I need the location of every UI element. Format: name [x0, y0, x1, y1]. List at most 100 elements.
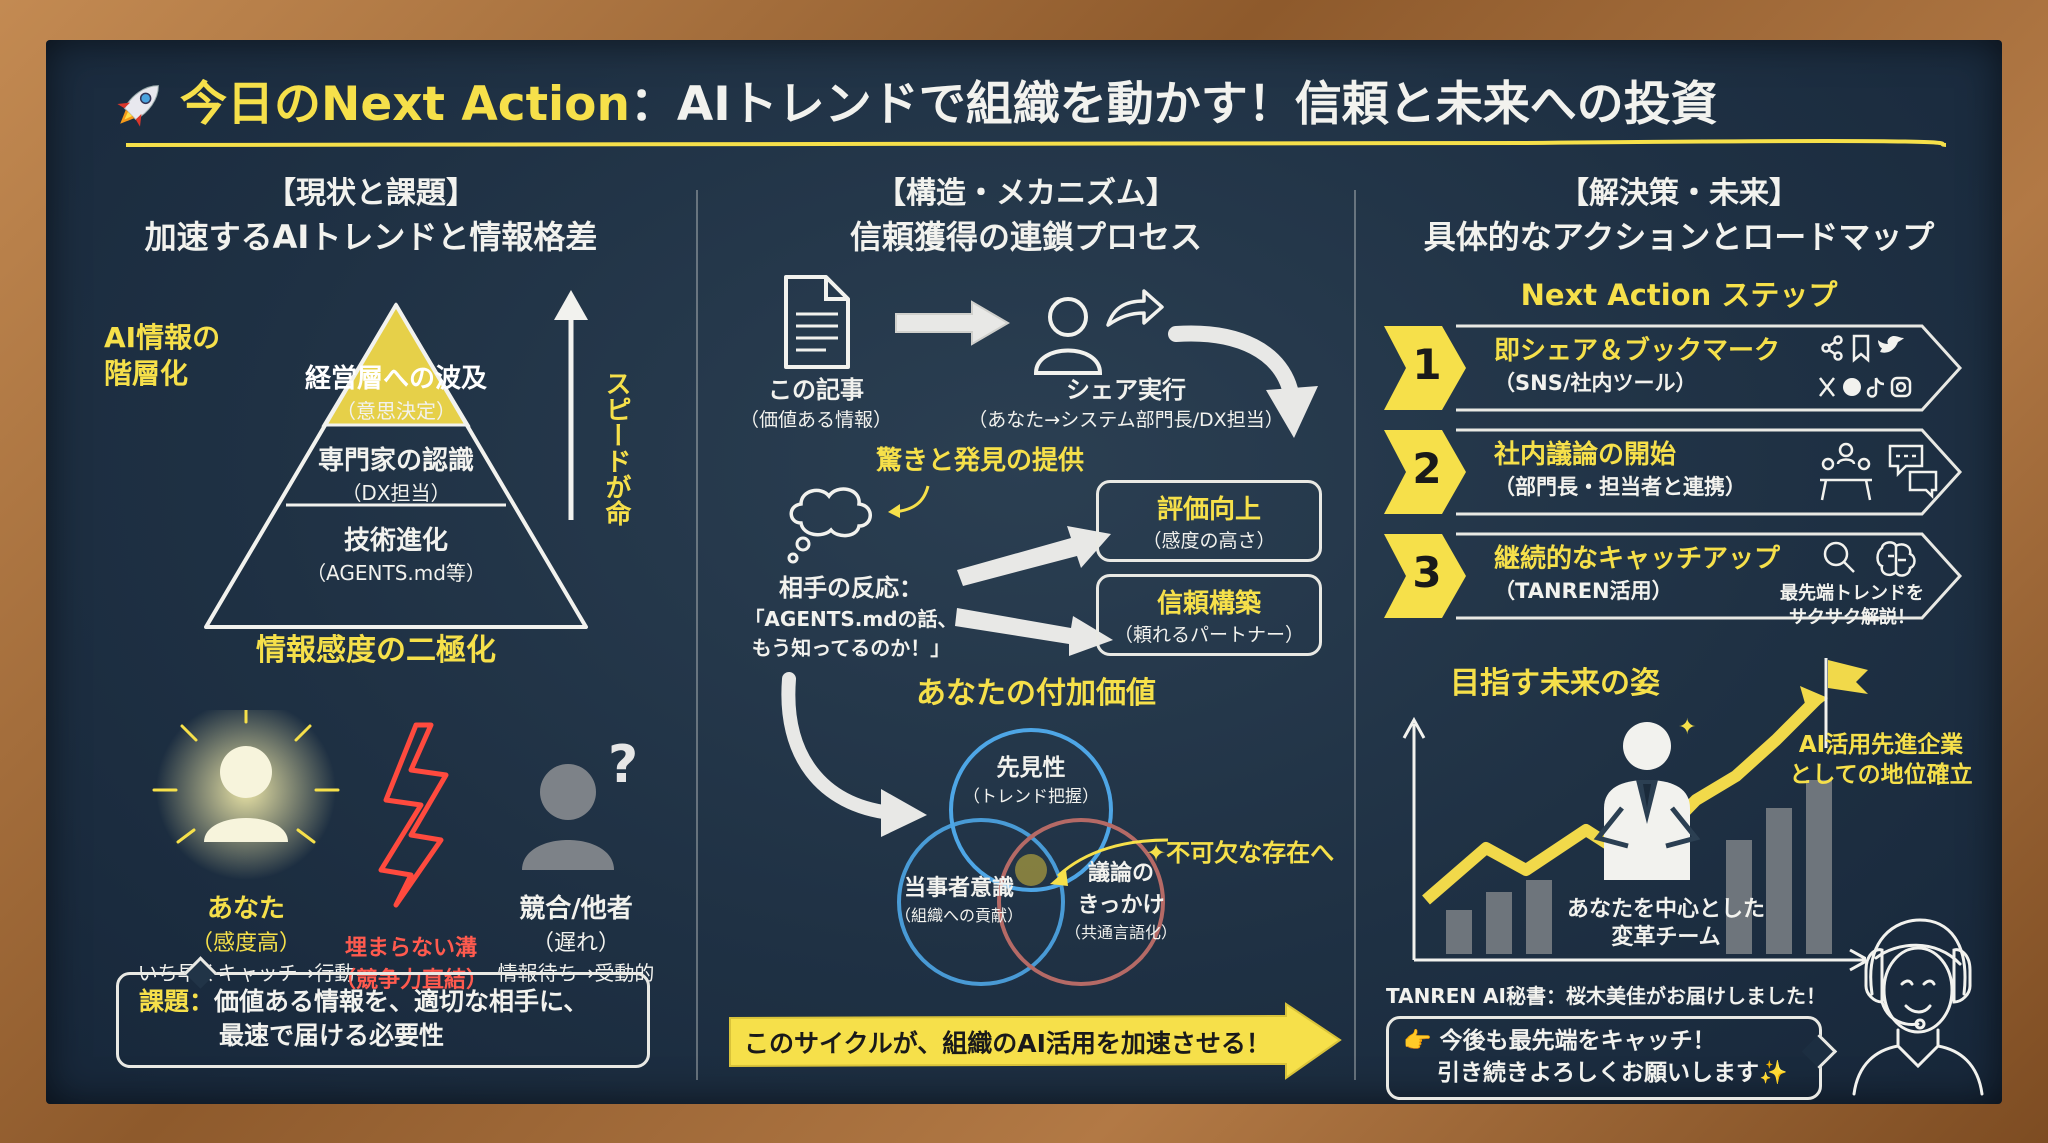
share-person-icon — [1033, 289, 1164, 375]
step-1-title: 即シェア＆ブックマーク — [1494, 336, 1781, 366]
chalkboard: 今日のNext Action：AIトレンドで組織を動かす！信頼と未来への投資 【… — [46, 40, 2002, 1104]
article-sub: （価値ある情報） — [739, 409, 892, 431]
pyramid-level-1-title: 経営層への波及 — [304, 364, 487, 394]
search-brain-icon — [1823, 541, 1916, 577]
step-3-note-line-2: サクサク解説！ — [1789, 607, 1915, 628]
reaction-line-1: 「AGENTS.mdの話、 — [744, 607, 958, 631]
venn-right: 議論の きっかけ （共通言語化） — [1056, 855, 1186, 943]
issue-line-1: 価値ある情報を、適切な相手に、 — [214, 987, 589, 1016]
gap-label: 埋まらない溝 （競争力直結） — [316, 930, 506, 994]
title-rest: AIトレンドで組織を動かす！信頼と未来への投資 — [676, 77, 1718, 132]
right-heading-1: 【解決策・未来】 — [1559, 176, 1799, 211]
step-3-text: 継続的なキャッチアップ （TANREN活用） — [1494, 538, 1780, 605]
gap-title: 埋まらない溝 — [344, 936, 477, 961]
meeting-icon — [1820, 442, 1938, 501]
steps-title: Next Action ステップ — [1520, 278, 1838, 312]
step-3-note-line-1: 最先端トレンドを — [1780, 583, 1924, 604]
right-heading-2: 具体的なアクションとロードマップ — [1423, 218, 1935, 256]
svg-text:✦: ✦ — [1678, 715, 1696, 740]
trust-sub: （頼れるパートナー） — [1113, 624, 1304, 646]
step-2-sub: （部門長・担当者と連携） — [1494, 475, 1746, 499]
social-icons — [1819, 334, 1912, 398]
step-2-text: 社内議論の開始 （部門長・担当者と連携） — [1494, 434, 1746, 501]
step-2: 2 社内議論の開始 （部門長・担当者と連携） — [1382, 426, 1964, 518]
leader-person-icon: ✦ — [1593, 715, 1701, 880]
pyramid-label-line-1: AI情報の — [104, 321, 221, 354]
team-label-line-2: 変革チーム — [1611, 925, 1721, 950]
pyramid-level-3-title: 技術進化 — [343, 526, 448, 556]
goal-flag-icon — [1824, 658, 1868, 748]
arrow-to-share-icon — [895, 300, 1010, 346]
pyramid-level-2-sub: （DX担当） — [341, 481, 451, 505]
closing-line-1: 今後も最先端をキャッチ！ — [1439, 1028, 1716, 1054]
cycle-banner-arrow — [729, 1002, 1342, 1080]
column-divider-2 — [1354, 190, 1356, 1080]
cycle-text: このサイクルが、組織のAI活用を加速させる！ — [744, 1029, 1271, 1058]
step-1-frame — [1384, 324, 1963, 412]
venn-center-label: ✦不可欠な存在へ — [1146, 833, 1334, 868]
credit-text: TANREN AI秘書：桜木美佳がお届けしました！ — [1386, 984, 1826, 1008]
step-3-number: 3 — [1412, 548, 1442, 597]
step-1-text: 即シェア＆ブックマーク （SNS/社内ツール） — [1494, 330, 1780, 397]
venn-right-title-2: きっかけ — [1077, 893, 1165, 918]
venn-right-sub: （共通言語化） — [1064, 923, 1177, 942]
closing-bubble-tail — [1801, 1033, 1838, 1070]
venn-top-sub: （トレンド把握） — [963, 787, 1099, 807]
step-2-title: 社内議論の開始 — [1494, 440, 1677, 470]
title-colon: ： — [629, 77, 677, 132]
curved-arrow-to-value-icon — [781, 672, 927, 837]
eval-sub: （感度の高さ） — [1142, 530, 1276, 552]
others-sub: （遅れ） — [531, 931, 620, 956]
goal-label: AI活用先進企業 としての地位確立 — [1776, 730, 1986, 790]
speed-label: スピードが命 — [601, 370, 631, 526]
svg-text:?: ? — [608, 735, 638, 795]
pyramid-level-3-sub: （AGENTS.md等） — [306, 561, 486, 585]
goal-label-line-1: AI活用先進企業 — [1798, 732, 1964, 758]
value-title: あなたの付加価値 — [916, 676, 1156, 711]
trust-title: 信頼構築 — [1156, 589, 1261, 619]
future-title: 目指す未来の姿 — [1450, 666, 1660, 701]
closing-line-2: 引き続きよろしくお願いします — [1437, 1060, 1759, 1086]
pointing-hand-icon: 👉 — [1403, 1028, 1432, 1054]
title-rocket-icon — [110, 74, 170, 134]
thought-bubble-icon — [787, 487, 872, 564]
issue-box: 課題：価値ある情報を、適切な相手に、 最速で届ける必要性 — [116, 956, 650, 1068]
lightning-gap-icon — [378, 722, 449, 908]
pyramid-level-2-title: 専門家の認識 — [317, 446, 474, 476]
you-person-icon — [152, 710, 340, 880]
team-label-line-1: あなたを中心とした — [1566, 897, 1765, 922]
title-underline — [126, 139, 1946, 147]
step-3-note: 最先端トレンドを サクサク解説！ — [1752, 582, 1952, 630]
arrow-to-trust-icon — [955, 608, 1113, 656]
pyramid-label-line-2: 階層化 — [104, 357, 189, 390]
sparkle-icon-2: ✨ — [1759, 1060, 1788, 1086]
you-sub: （感度高） — [190, 931, 301, 956]
step-1: 1 即シェア＆ブックマーク （SNS/社内ツール） — [1382, 322, 1964, 414]
reaction-label: 相手の反応： 「AGENTS.mdの話、 もう知ってるのか！」 — [726, 568, 976, 661]
pyramid-diagram — [204, 302, 588, 629]
middle-heading-2: 信頼獲得の連鎖プロセス — [849, 218, 1202, 256]
pyramid-label: AI情報の 階層化 — [104, 320, 220, 392]
venn-center-pointer-icon — [1050, 838, 1169, 886]
value-venn-diagram — [897, 728, 1165, 986]
article-title: この記事 — [768, 376, 864, 404]
issue-label: 課題： — [139, 987, 215, 1016]
pyramid-level-1-sub: （意思決定） — [336, 399, 456, 423]
cycle-banner: このサイクルが、組織のAI活用を加速させる！ — [726, 1002, 1346, 1080]
step-3: 3 継続的なキャッチアップ （TANREN活用） 最先端トレンドを サクサク解説… — [1382, 530, 1964, 628]
surprise-arrow-icon — [888, 485, 930, 518]
venn-left: 当事者意識 （組織への貢献） — [884, 870, 1034, 926]
column-divider-1 — [696, 190, 698, 1080]
issue-line-2: 最速で届ける必要性 — [219, 1021, 445, 1050]
speed-arrow-icon — [554, 290, 588, 520]
venn-top: 先見性 （トレンド把握） — [951, 748, 1111, 807]
sparkle-icon: ✦ — [1146, 839, 1167, 867]
trust-box: 信頼構築 （頼れるパートナー） — [1096, 574, 1322, 656]
closing-bubble: 👉 今後も最先端をキャッチ！ 引き続きよろしくお願いします✨ — [1386, 1016, 1838, 1100]
assistant-avatar-icon — [1852, 918, 1984, 1096]
step-1-number: 1 — [1412, 340, 1442, 389]
reaction-title: 相手の反応： — [779, 574, 923, 602]
others-person-icon: ? — [522, 735, 638, 870]
share-title: シェア実行 — [1066, 376, 1186, 404]
document-icon — [784, 275, 850, 369]
